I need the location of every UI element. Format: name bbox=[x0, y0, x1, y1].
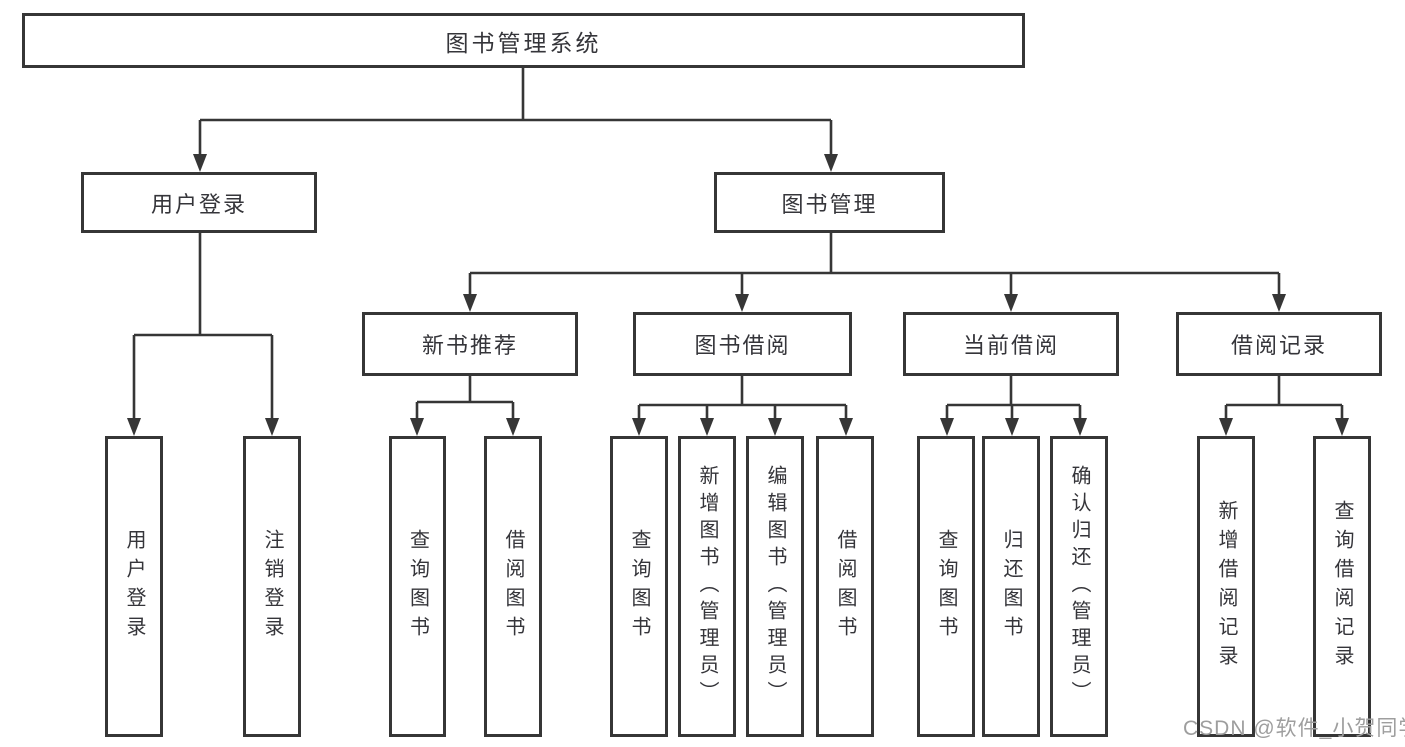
leaf-borrow-edit-books-admin-label: 编辑图书（管理员） bbox=[764, 465, 786, 708]
leaf-current-confirm-return-admin-label: 确认归还（管理员） bbox=[1068, 465, 1090, 708]
leaf-borrow-add-books-admin-label: 新增图书（管理员） bbox=[696, 465, 718, 708]
node-current-borrow-label: 当前借阅 bbox=[962, 333, 1059, 358]
leaf-current-query-books-label: 查询图书 bbox=[935, 528, 957, 645]
leaf-current-return-books: 归还图书 bbox=[982, 436, 1040, 737]
leaf-logout: 注销登录 bbox=[243, 436, 301, 737]
leaf-user-login-label: 用户登录 bbox=[123, 528, 145, 645]
leaf-borrow-query-books: 查询图书 bbox=[610, 436, 668, 737]
leaf-borrow-query-books-label: 查询图书 bbox=[628, 528, 650, 645]
leaf-records-query-record: 查询借阅记录 bbox=[1313, 436, 1371, 737]
leaf-records-add-record-label: 新增借阅记录 bbox=[1215, 499, 1237, 674]
node-book-borrow: 图书借阅 bbox=[633, 312, 852, 376]
node-root-library-management-system: 图书管理系统 bbox=[22, 13, 1025, 68]
node-book-management: 图书管理 bbox=[714, 172, 945, 233]
leaf-recommend-query-books: 查询图书 bbox=[389, 436, 446, 737]
leaf-recommend-borrow-books: 借阅图书 bbox=[484, 436, 542, 737]
leaf-borrow-edit-books-admin: 编辑图书（管理员） bbox=[746, 436, 804, 737]
node-book-borrow-label: 图书借阅 bbox=[694, 333, 791, 358]
node-new-book-recommend-label: 新书推荐 bbox=[421, 333, 518, 358]
leaf-logout-label: 注销登录 bbox=[261, 528, 283, 645]
node-root-label: 图书管理系统 bbox=[445, 29, 602, 56]
leaf-recommend-query-books-label: 查询图书 bbox=[406, 528, 429, 645]
node-borrow-records: 借阅记录 bbox=[1176, 312, 1382, 376]
leaf-current-confirm-return-admin: 确认归还（管理员） bbox=[1050, 436, 1108, 737]
leaf-records-query-record-label: 查询借阅记录 bbox=[1331, 499, 1353, 674]
leaf-user-login: 用户登录 bbox=[105, 436, 163, 737]
csdn-watermark: CSDN @软件_小贺同学 bbox=[1183, 717, 1405, 740]
node-new-book-recommend: 新书推荐 bbox=[362, 312, 578, 376]
leaf-borrow-add-books-admin: 新增图书（管理员） bbox=[678, 436, 736, 737]
leaf-borrow-borrow-books: 借阅图书 bbox=[816, 436, 874, 737]
leaf-recommend-borrow-books-label: 借阅图书 bbox=[502, 528, 524, 645]
node-book-management-label: 图书管理 bbox=[781, 191, 878, 217]
node-user-login: 用户登录 bbox=[81, 172, 317, 233]
leaf-records-add-record: 新增借阅记录 bbox=[1197, 436, 1255, 737]
leaf-borrow-borrow-books-label: 借阅图书 bbox=[834, 528, 856, 645]
node-user-login-label: 用户登录 bbox=[150, 191, 247, 217]
leaf-current-query-books: 查询图书 bbox=[917, 436, 975, 737]
node-borrow-records-label: 借阅记录 bbox=[1230, 333, 1327, 358]
leaf-current-return-books-label: 归还图书 bbox=[1000, 528, 1022, 645]
node-current-borrow: 当前借阅 bbox=[903, 312, 1119, 376]
